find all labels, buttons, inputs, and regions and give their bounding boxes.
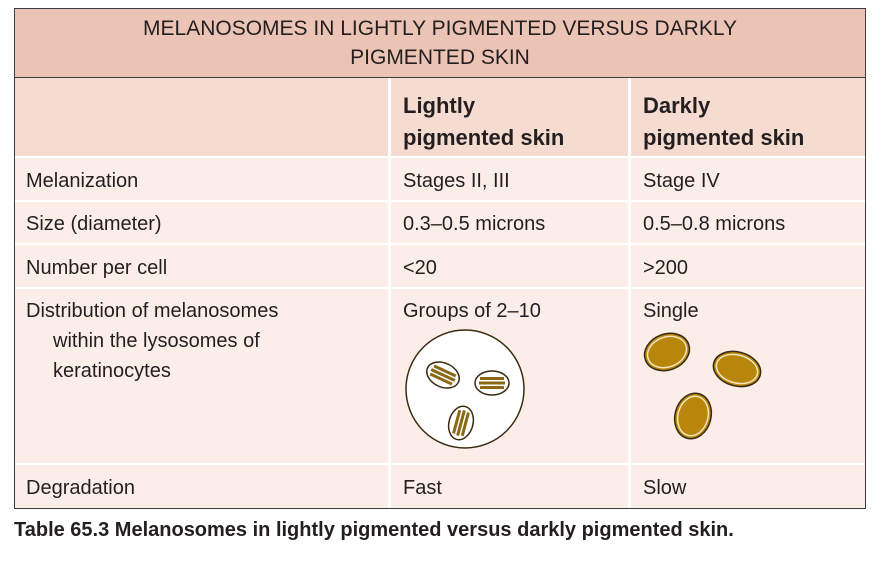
row-divider	[15, 243, 865, 245]
row-number-dark: >200	[643, 257, 689, 279]
header-lightly-pigmented: Lightly pigmented skin	[403, 93, 565, 150]
single-melanosomes-illustration	[643, 332, 762, 440]
lysosome-grouped-melanosomes-illustration	[405, 329, 525, 449]
header-darkly-pigmented: Darkly pigmented skin	[643, 93, 805, 150]
row-number-light: <20	[403, 257, 437, 279]
row-size-label: Size (diameter)	[26, 213, 162, 235]
caption-prefix: Table 65.3	[14, 519, 110, 541]
row-degradation-dark: Slow	[643, 477, 687, 499]
single-melanosome	[673, 392, 713, 440]
row-number-label: Number per cell	[26, 257, 168, 279]
header-band	[15, 78, 865, 156]
single-melanosome	[643, 332, 691, 372]
melanosome-group-top-left	[426, 361, 460, 389]
column-divider-2	[628, 78, 631, 508]
melanosome-table: MELANOSOMES IN LIGHTLY PIGMENTED VERSUS …	[14, 8, 866, 509]
row-size-light: 0.3–0.5 microns	[403, 213, 546, 235]
row-degradation-label: Degradation	[26, 477, 135, 499]
row-degradation-light: Fast	[403, 477, 442, 499]
melanosome-group-right	[474, 370, 510, 396]
single-melanosome	[712, 350, 762, 388]
column-divider-1	[388, 78, 391, 508]
row-size-dark: 0.5–0.8 microns	[643, 213, 786, 235]
table-title: MELANOSOMES IN LIGHTLY PIGMENTED VERSUS …	[15, 9, 865, 78]
melanosome-group-bottom	[447, 405, 475, 441]
row-melanization-dark: Stage IV	[643, 170, 720, 192]
row-divider	[15, 200, 865, 202]
table-title-line2: PIGMENTED SKIN	[350, 46, 530, 69]
row-distribution-dark: Single	[643, 300, 699, 322]
row-divider	[15, 287, 865, 289]
row-melanization-light: Stages II, III	[403, 170, 510, 192]
row-distribution-label: Distribution of melanosomes within the l…	[26, 300, 279, 382]
row-divider	[15, 463, 865, 465]
table-title-line1: MELANOSOMES IN LIGHTLY PIGMENTED VERSUS …	[143, 17, 737, 40]
caption-text: Melanosomes in lightly pigmented versus …	[109, 519, 734, 541]
row-distribution-light: Groups of 2–10	[403, 300, 541, 322]
row-divider	[15, 156, 865, 158]
row-melanization-label: Melanization	[26, 170, 139, 192]
table-caption: Table 65.3 Melanosomes in lightly pigmen…	[14, 519, 734, 542]
